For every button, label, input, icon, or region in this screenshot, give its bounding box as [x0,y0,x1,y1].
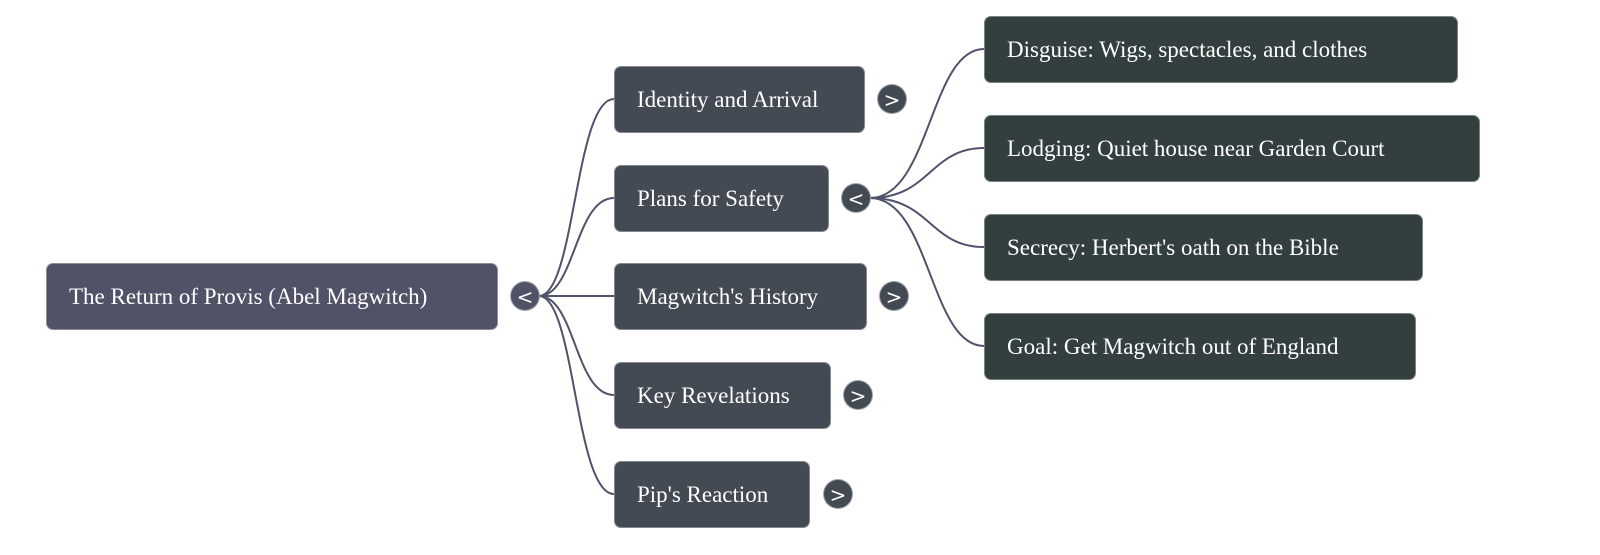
expand-toggle-reaction[interactable]: > [823,479,853,509]
node-label: Pip's Reaction [637,481,769,507]
node-label: Plans for Safety [637,185,784,211]
node-lodging[interactable]: Lodging: Quiet house near Garden Court [984,115,1480,182]
expand-toggle-history[interactable]: > [879,281,909,311]
connector-plans-goal [869,197,985,347]
chevron-right-icon: > [829,483,847,507]
node-goal[interactable]: Goal: Get Magwitch out of England [984,313,1416,380]
chevron-left-icon: < [516,285,534,309]
node-pips-reaction[interactable]: Pip's Reaction [614,461,810,528]
connector-plans-disguise [869,48,985,199]
root-node-label: The Return of Provis (Abel Magwitch) [69,283,428,309]
root-node[interactable]: The Return of Provis (Abel Magwitch) [46,263,498,330]
connector-plans-lodging [869,147,985,199]
chevron-right-icon: > [849,384,867,408]
node-magwitchs-history[interactable]: Magwitch's History [614,263,867,330]
node-disguise[interactable]: Disguise: Wigs, spectacles, and clothes [984,16,1458,83]
root-collapse-toggle[interactable]: < [510,281,540,311]
node-label: Identity and Arrival [637,86,819,112]
node-label: Key Revelations [637,382,790,408]
expand-toggle-revelations[interactable]: > [843,380,873,410]
chevron-right-icon: > [883,88,901,112]
connector-root-identity [538,98,615,297]
node-label: Disguise: Wigs, spectacles, and clothes [1007,36,1368,62]
chevron-right-icon: > [885,285,903,309]
node-label: Magwitch's History [637,283,819,309]
connector-root-reaction [538,295,615,495]
node-label: Lodging: Quiet house near Garden Court [1007,135,1385,161]
node-key-revelations[interactable]: Key Revelations [614,362,831,429]
collapse-toggle-plans[interactable]: < [841,183,871,213]
node-plans-for-safety[interactable]: Plans for Safety [614,165,829,232]
node-label: Goal: Get Magwitch out of England [1007,333,1339,359]
connector-plans-secrecy [869,197,985,248]
connector-root-plans [538,197,615,297]
node-identity-and-arrival[interactable]: Identity and Arrival [614,66,865,133]
node-secrecy[interactable]: Secrecy: Herbert's oath on the Bible [984,214,1423,281]
chevron-left-icon: < [847,187,865,211]
node-label: Secrecy: Herbert's oath on the Bible [1007,234,1339,260]
expand-toggle-identity[interactable]: > [877,84,907,114]
connector-root-revelations [538,295,615,396]
